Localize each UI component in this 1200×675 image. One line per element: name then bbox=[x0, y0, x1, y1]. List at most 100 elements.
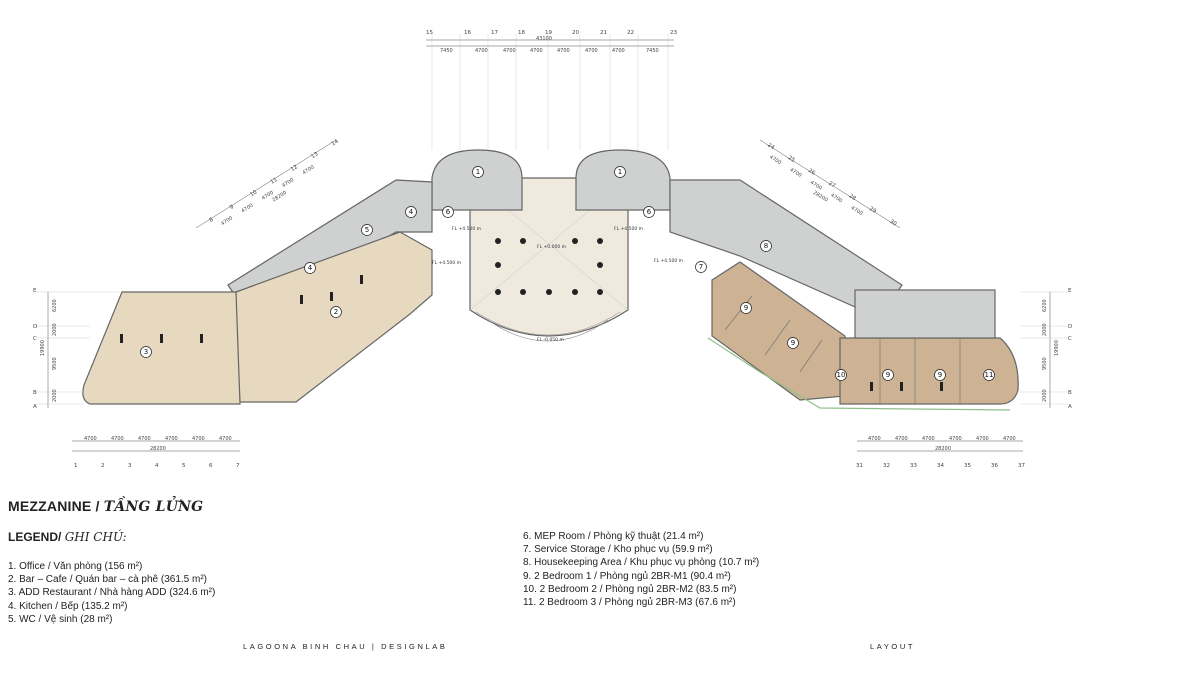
svg-text:4: 4 bbox=[409, 208, 414, 216]
grid-label: 3 bbox=[128, 463, 132, 469]
grid-label: 17 bbox=[491, 30, 498, 36]
grid-label: C bbox=[1068, 336, 1072, 342]
dimension-label: 4700 bbox=[895, 436, 908, 442]
grid-label: 30 bbox=[888, 219, 898, 228]
room-marker: 1 bbox=[614, 166, 626, 178]
room-marker: 7 bbox=[695, 261, 707, 273]
landscape-edge bbox=[707, 337, 1011, 411]
legend-heading: LEGEND/ GHI CHÚ: bbox=[8, 530, 127, 544]
dimension-label: 7450 bbox=[646, 48, 659, 54]
grid-label: 1 bbox=[74, 463, 78, 469]
dimension-lines bbox=[47, 39, 1051, 452]
grid-label: 34 bbox=[937, 463, 944, 469]
dimension-label: 7450 bbox=[440, 48, 453, 54]
legend-item: 4. Kitchen / Bếp (135.2 m²) bbox=[8, 600, 128, 612]
svg-text:3: 3 bbox=[144, 348, 148, 356]
grid-label: 8 bbox=[209, 217, 216, 224]
legend-item: 9. 2 Bedroom 1 / Phòng ngủ 2BR-M1 (90.4 … bbox=[523, 570, 731, 582]
dimension-label: 4700 bbox=[220, 215, 234, 227]
level-label: FL +4.500 m bbox=[452, 226, 481, 232]
grid-lines bbox=[36, 34, 1068, 405]
dimension-label: 4700 bbox=[789, 167, 803, 179]
grid-label: 23 bbox=[670, 30, 677, 36]
room-marker: 9 bbox=[882, 369, 894, 381]
legend-item: 5. WC / Vệ sinh (28 m²) bbox=[8, 613, 113, 625]
grid-label: 12 bbox=[290, 164, 299, 173]
grid-label: 33 bbox=[910, 463, 917, 469]
dimension-label: 4700 bbox=[976, 436, 989, 442]
dimension-label: 4700 bbox=[829, 192, 843, 204]
grid-label: 20 bbox=[572, 30, 579, 36]
room-marker: 6 bbox=[643, 206, 655, 218]
legend-heading-en: LEGEND/ bbox=[8, 530, 62, 544]
svg-text:6: 6 bbox=[446, 208, 451, 216]
office-block-left bbox=[431, 149, 523, 211]
level-label: FL +4.500 m bbox=[432, 260, 461, 266]
dimension-label: 9500 bbox=[1042, 357, 1048, 370]
dimension-label: 4700 bbox=[219, 436, 232, 442]
right-end-block bbox=[854, 289, 996, 339]
grid-label: 35 bbox=[964, 463, 971, 469]
grid-label: 22 bbox=[627, 30, 634, 36]
wing-columns bbox=[120, 275, 943, 391]
dimension-label: 4700 bbox=[530, 48, 543, 54]
grid-label: 7 bbox=[236, 463, 240, 469]
room-marker: 9 bbox=[934, 369, 946, 381]
legend-item: 7. Service Storage / Kho phục vụ (59.9 m… bbox=[523, 544, 713, 556]
dimension-label: 4700 bbox=[922, 436, 935, 442]
room-marker: 6 bbox=[442, 206, 454, 218]
grid-label: 31 bbox=[856, 463, 863, 469]
level-label: FL +4.500 m bbox=[654, 258, 683, 264]
svg-text:9: 9 bbox=[744, 304, 748, 312]
legend-item: 11. 2 Bedroom 3 / Phòng ngủ 2BR-M3 (67.6… bbox=[523, 597, 736, 609]
level-label: FL +0.000 m bbox=[537, 244, 566, 250]
dimension-label: 4700 bbox=[557, 48, 570, 54]
dimension-label: 4700 bbox=[1003, 436, 1016, 442]
dimension-label: 6200 bbox=[1042, 299, 1048, 312]
svg-text:9: 9 bbox=[791, 339, 795, 347]
svg-text:2: 2 bbox=[334, 308, 338, 316]
atrium-columns bbox=[495, 238, 603, 295]
svg-text:1: 1 bbox=[618, 168, 622, 176]
legend-item: 2. Bar – Cafe / Quán bar – cà phê (361.5… bbox=[8, 574, 207, 586]
grid-label: 25 bbox=[787, 155, 797, 164]
svg-text:8: 8 bbox=[764, 242, 768, 250]
suite-partitions bbox=[724, 295, 961, 404]
grid-label: 26 bbox=[807, 168, 817, 177]
level-label: FL -0.050 m bbox=[537, 337, 564, 343]
room-marker: 2 bbox=[330, 306, 342, 318]
grid-label: 18 bbox=[518, 30, 525, 36]
dimension-label: 2000 bbox=[1042, 389, 1048, 402]
level-label: FL +4.500 m bbox=[614, 226, 643, 232]
dimension-label: 4700 bbox=[949, 436, 962, 442]
floor-plan: 15 16 17 18 19 20 21 22 23 43100 7450 47… bbox=[33, 30, 1072, 469]
grid-label: 15 bbox=[426, 30, 433, 36]
grid-label: 10 bbox=[249, 189, 259, 198]
dimension-total: 28200 bbox=[271, 190, 288, 204]
title-vi: TẦNG LỬNG bbox=[103, 499, 204, 515]
dimension-label: 2000 bbox=[1042, 323, 1048, 336]
svg-text:6: 6 bbox=[647, 208, 652, 216]
footer-section: LAYOUT bbox=[870, 642, 916, 651]
dimension-label: 6200 bbox=[52, 299, 58, 312]
grid-label: 29 bbox=[868, 206, 878, 215]
legend-item: 10. 2 Bedroom 2 / Phòng ngủ 2BR-M2 (83.5… bbox=[523, 583, 737, 595]
grid-label: 14 bbox=[331, 138, 341, 147]
dimension-label: 4700 bbox=[165, 436, 178, 442]
dimension-label: 4700 bbox=[850, 205, 864, 217]
footer-project: LAGOONA BINH CHAU | DESIGNLAB bbox=[243, 642, 448, 651]
grid-label: 19 bbox=[545, 30, 552, 36]
room-marker: 4 bbox=[304, 262, 316, 274]
grid-label: E bbox=[1068, 288, 1072, 294]
grid-label: A bbox=[1068, 404, 1072, 410]
grid-label: 13 bbox=[310, 151, 320, 160]
room-marker: 8 bbox=[760, 240, 772, 252]
grid-label: 21 bbox=[600, 30, 607, 36]
dimension-label: 4700 bbox=[261, 190, 275, 202]
grid-label: 11 bbox=[270, 177, 279, 186]
dimension-label: 4700 bbox=[301, 164, 315, 176]
dimension-label: 2000 bbox=[52, 323, 58, 336]
dimension-label: 9500 bbox=[52, 357, 58, 370]
grid-label: C bbox=[33, 336, 37, 342]
svg-text:5: 5 bbox=[365, 226, 369, 234]
